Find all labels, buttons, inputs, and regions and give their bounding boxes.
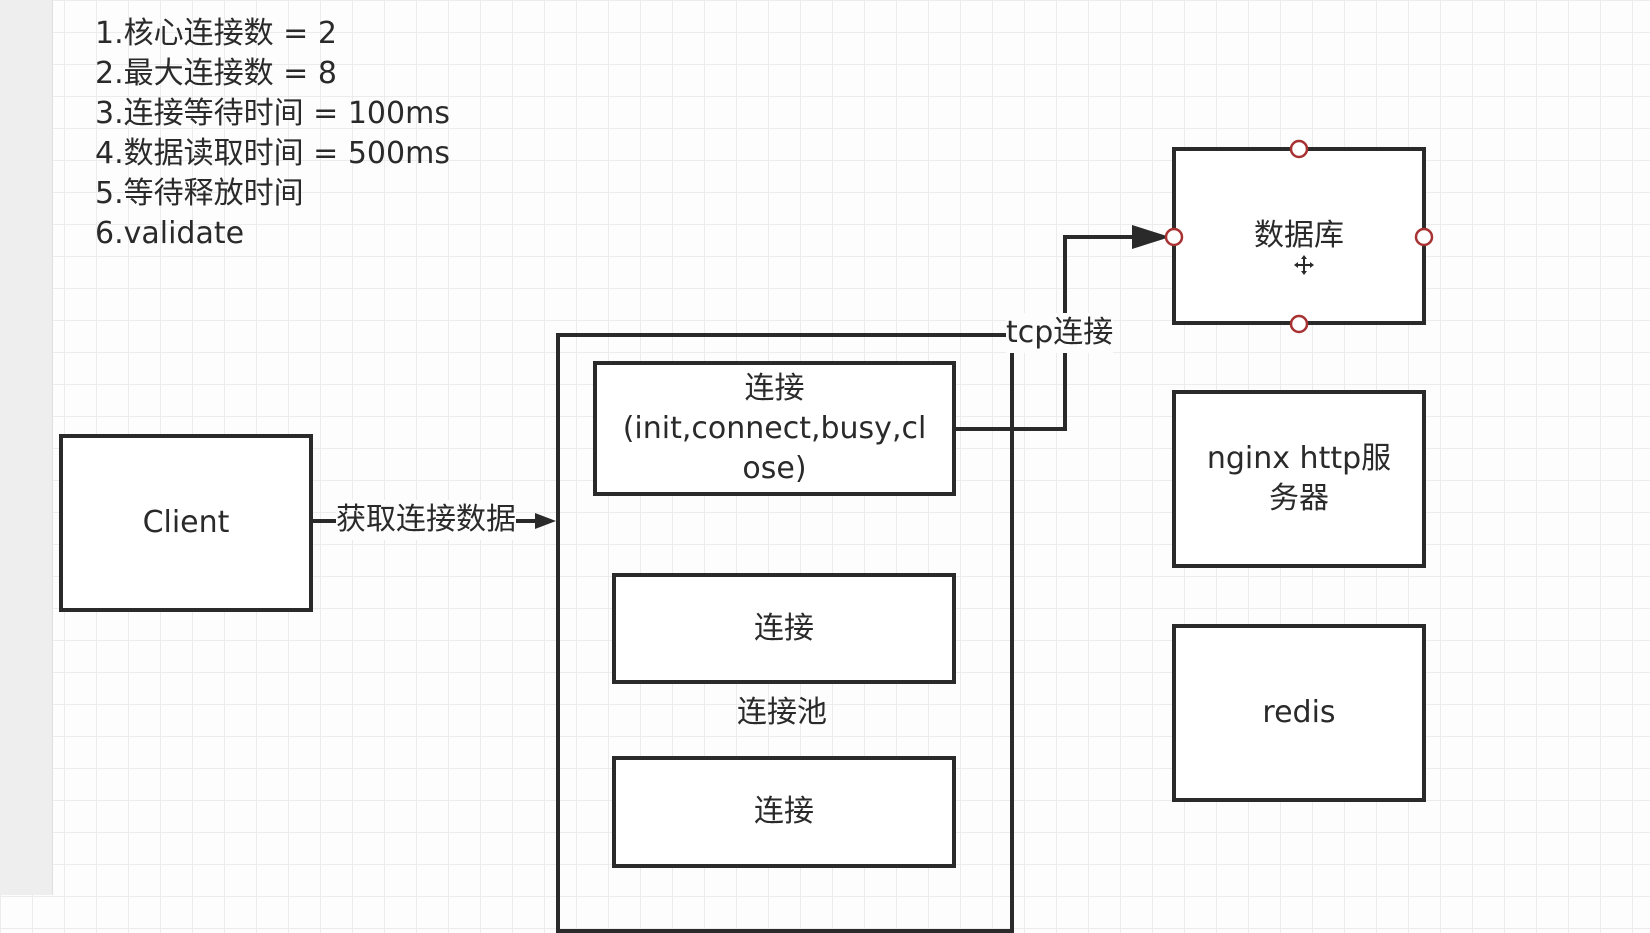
client-label: Client: [142, 505, 230, 540]
connection-1-states: (init,connect,busy,cl: [622, 410, 927, 446]
tcp-edge-arrowhead: [1132, 225, 1170, 249]
nginx-label-line1: nginx http服: [1206, 441, 1392, 476]
connection-node-3[interactable]: 连接: [612, 756, 956, 868]
note-line: 6.validate: [95, 216, 245, 251]
nginx-label-line2: 务器: [1269, 481, 1329, 516]
tcp-edge-label[interactable]: tcp连接: [1006, 313, 1114, 353]
note-line: 5.等待释放时间: [95, 176, 304, 211]
redis-label: redis: [1262, 695, 1336, 730]
redis-node[interactable]: redis: [1172, 624, 1426, 802]
connection-node-2[interactable]: 连接: [612, 573, 956, 684]
note-line: 1.核心连接数 = 2: [95, 16, 337, 51]
client-node[interactable]: Client: [59, 434, 313, 612]
note-line: 2.最大连接数 = 8: [95, 56, 337, 91]
client-to-pool-label[interactable]: 获取连接数据: [336, 500, 516, 540]
connection-pool-label: 连接池: [737, 695, 827, 730]
database-node[interactable]: 数据库: [1172, 147, 1426, 325]
client-to-pool-arrowhead: [535, 513, 556, 529]
connection-1-states-tail: ose): [742, 450, 807, 486]
connection-1-label: 连接: [744, 370, 805, 406]
connection-3-label: 连接: [754, 794, 814, 829]
connection-node-1[interactable]: 连接 (init,connect,busy,cl ose): [593, 361, 956, 496]
database-label: 数据库: [1254, 218, 1344, 253]
note-line: 3.连接等待时间 = 100ms: [95, 96, 450, 131]
nginx-node[interactable]: nginx http服 务器: [1172, 390, 1426, 568]
note-line: 4.数据读取时间 = 500ms: [95, 136, 450, 171]
connection-2-label: 连接: [754, 610, 814, 646]
canvas-left-strip: [0, 0, 53, 895]
notes-text-block[interactable]: 1.核心连接数 = 2 2.最大连接数 = 8 3.连接等待时间 = 100ms…: [95, 14, 450, 254]
